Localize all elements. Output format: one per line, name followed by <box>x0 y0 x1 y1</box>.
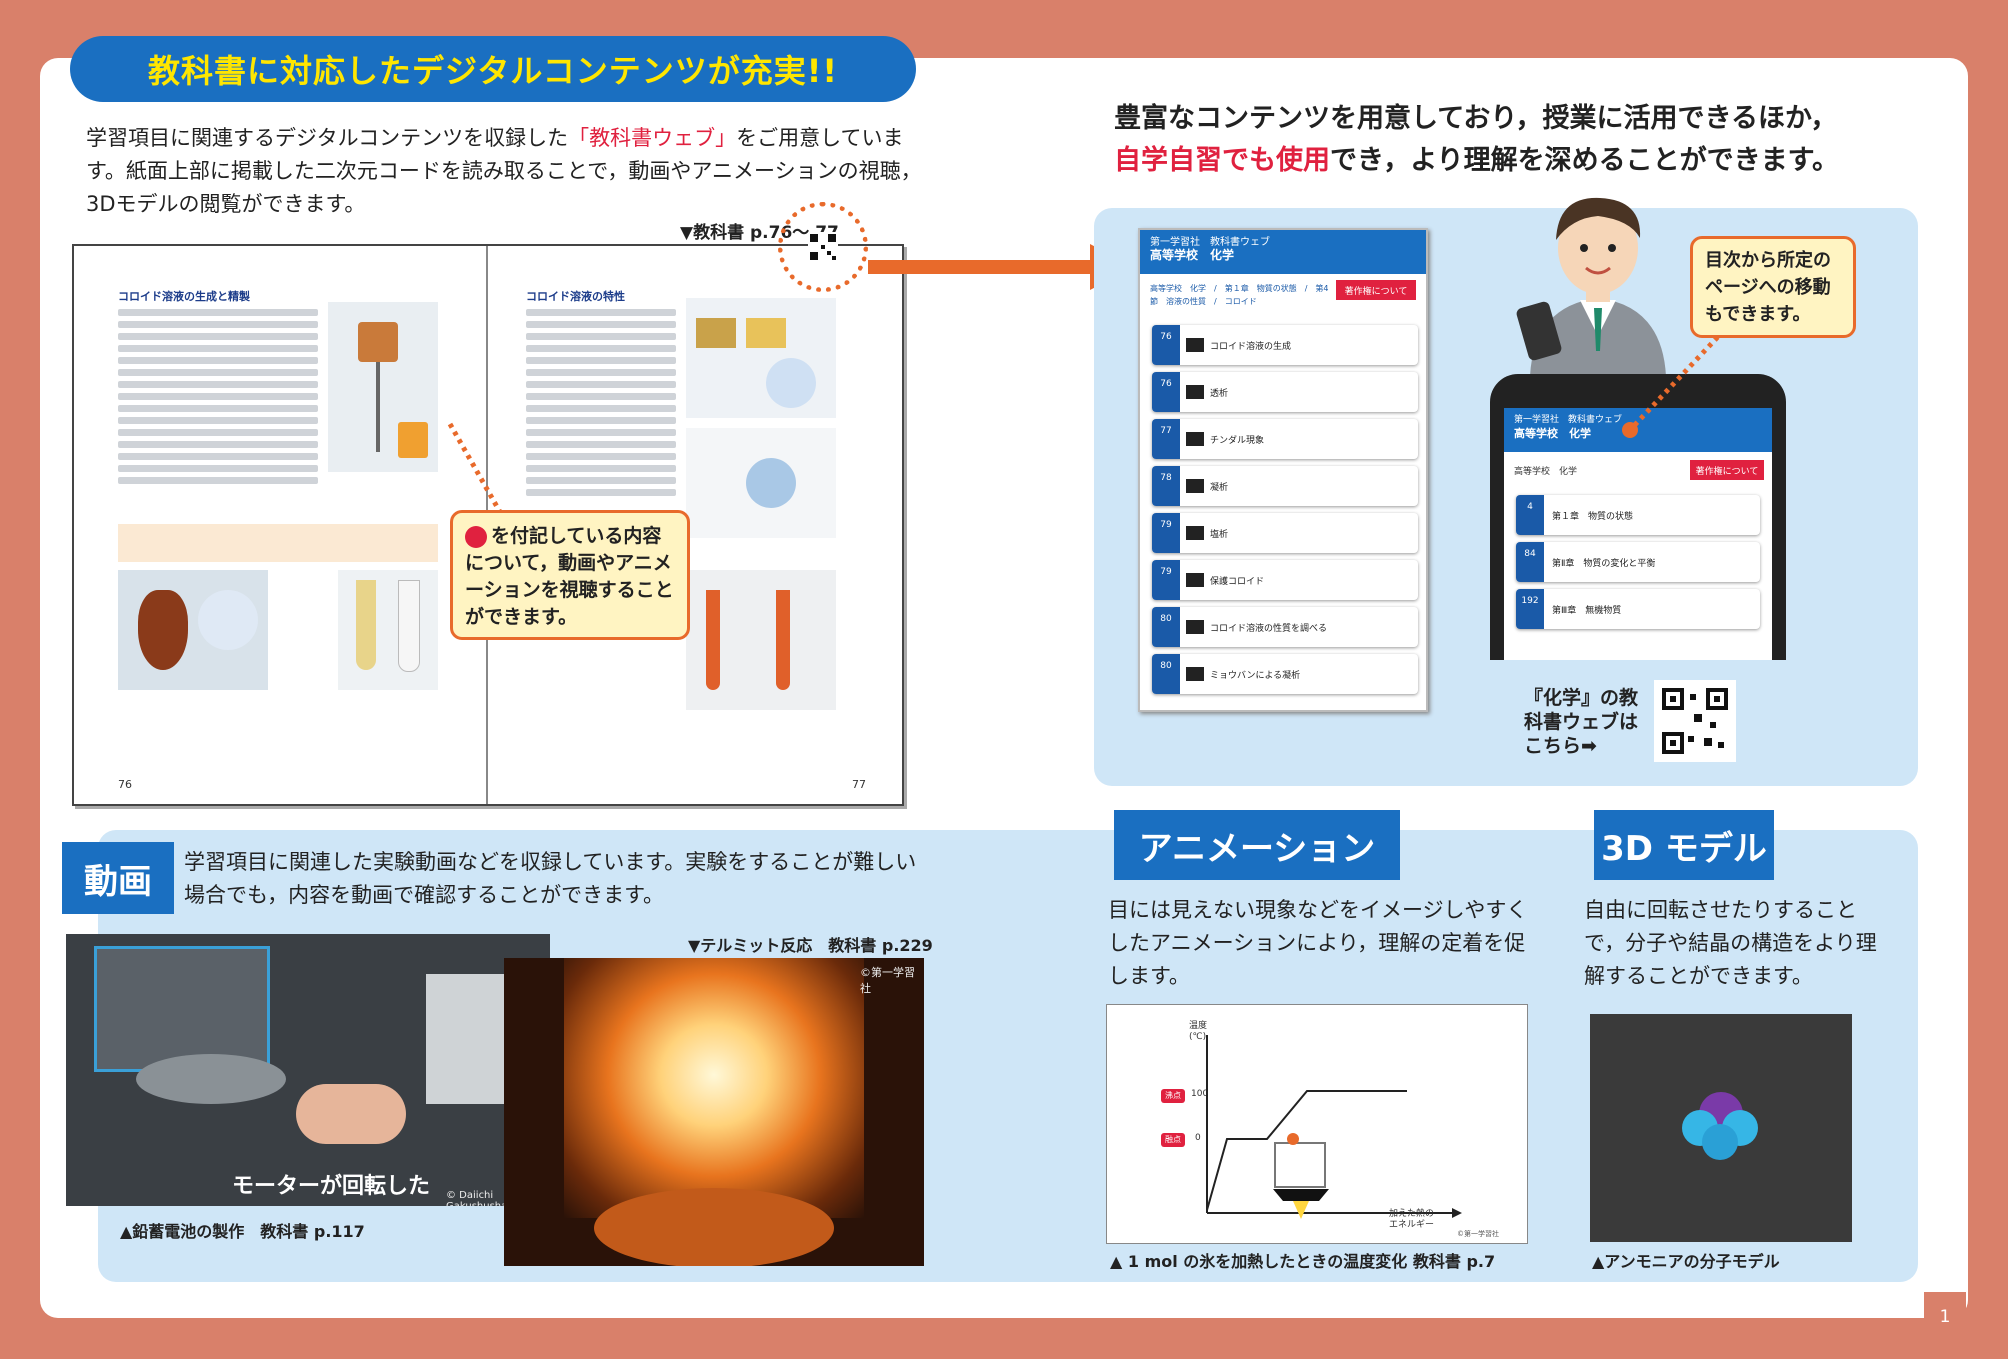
dialysis-figure <box>118 570 268 690</box>
graph-credit: ©第一学習社 <box>1457 1230 1499 1238</box>
model3d-caption: ▲アンモニアの分子モデル <box>1592 1252 1780 1271</box>
video-icon <box>1186 667 1204 681</box>
movie-callout: を付記している内容について，動画やアニメーションを視聴することができます。 <box>450 510 690 640</box>
video-icon <box>1186 620 1204 634</box>
test-tubes-figure <box>338 570 438 690</box>
phone-breadcrumb[interactable]: 高等学校 化学 / 第１章 物質の状態 / 第4節 溶液の性質 / コロイド <box>1150 284 1329 306</box>
video-credit: © Daiichi Gakushusha <box>446 1190 507 1206</box>
web-heading-part-2: でき，より理解を深めることができます。 <box>1330 145 1839 176</box>
video-caption-2: ▼テルミット反応 教科書 p.229 <box>688 936 933 955</box>
lead-battery-video[interactable]: モーターが回転した © Daiichi Gakushusha <box>66 934 550 1206</box>
tyndall-figure <box>686 298 836 418</box>
smartphone-screenshot: 第一学習社 教科書ウェブ 高等学校 化学 高等学校 化学 / 第１章 物質の状態… <box>1138 228 1428 712</box>
callout-pointer <box>447 422 503 514</box>
left-section-heading: コロイド溶液の生成と精製 <box>118 290 250 303</box>
phone-school: 高等学校 化学 <box>1150 248 1235 262</box>
tablet-subtitle: 高等学校 化学 <box>1514 467 1578 477</box>
thermite-video[interactable]: ©第一学習社 <box>504 958 924 1266</box>
teacher-illustration <box>1510 186 1686 376</box>
intro-part-2: をご用意しています。紙面上部に掲載した二次元コードを読み取ることで，動画やアニメ… <box>86 126 922 216</box>
graph-xlabel: 加えた熱のエネルギー <box>1389 1209 1435 1230</box>
page-number: 1 <box>1924 1292 1966 1342</box>
qr-code-icon <box>1662 688 1728 754</box>
burner-plate <box>594 1188 834 1266</box>
page-title: 教科書に対応したデジタルコンテンツが充実!! <box>70 36 916 102</box>
graph-ylabel: 温度(℃) <box>1189 1021 1208 1042</box>
electrophoresis-figure <box>686 570 836 710</box>
qr-code-icon <box>808 232 838 262</box>
phone-header: 第一学習社 教科書ウェブ 高等学校 化学 <box>1140 230 1426 274</box>
right-section-heading: コロイド溶液の特性 <box>526 290 625 303</box>
web-qr-code[interactable] <box>1654 680 1736 762</box>
tick-100: 100 <box>1191 1089 1209 1099</box>
left-page: コロイド溶液の生成と精製 <box>118 288 448 690</box>
video-icon <box>1186 573 1204 587</box>
intro-part-1: 学習項目に関連するデジタルコンテンツを収録した <box>86 126 569 150</box>
video-icon <box>1186 526 1204 540</box>
ammonia-3d-model[interactable] <box>1590 1014 1852 1242</box>
toc-callout: 目次から所定のページへの移動もできます。 <box>1690 236 1856 338</box>
brownian-figure <box>686 428 836 538</box>
person-icon <box>1516 197 1666 376</box>
video-inset <box>94 946 270 1072</box>
graph-plot <box>1206 1035 1462 1219</box>
intro-highlight: 「教科書ウェブ」 <box>568 126 737 150</box>
boiling-label: 沸点 <box>1161 1089 1185 1103</box>
web-heading-part-1: 豊富なコンテンツを用意しており，授業に活用できるほか， <box>1114 103 1838 134</box>
tablet-publisher: 第一学習社 教科書ウェブ <box>1514 415 1623 425</box>
copyright-button[interactable]: 著作権について <box>1336 280 1416 300</box>
molecule-icon <box>1682 1092 1758 1160</box>
movie-icon <box>465 525 487 548</box>
video-tag: 動画 <box>62 842 174 914</box>
video-icon <box>1186 338 1204 352</box>
apparatus-figure <box>328 302 438 472</box>
video-caption-1: ▲鉛蓄電池の製作 教科書 p.117 <box>120 1222 365 1241</box>
note-box <box>118 524 438 562</box>
tablet-callout-pointer <box>1622 322 1732 438</box>
animation-tag: アニメーション <box>1114 810 1400 880</box>
model3d-tag: 3D モデル <box>1594 810 1774 880</box>
melting-label: 融点 <box>1161 1133 1185 1147</box>
qr-caption: 『化学』の教科書ウェブはこちら➡ <box>1524 687 1639 757</box>
animation-description: 目には見えない現象などをイメージしやすくしたアニメーションにより，理解の定着を促… <box>1108 898 1528 988</box>
animation-caption: ▲ 1 mol の氷を加熱したときの温度変化 教科書 p.7 <box>1110 1252 1496 1271</box>
video-icon <box>1186 479 1204 493</box>
model3d-description: 自由に回転させたりすることで，分子や結晶の構造をより理解することができます。 <box>1584 898 1877 988</box>
video-icon <box>1186 385 1204 399</box>
flame-image <box>564 958 864 1218</box>
video2-credit: ©第一学習社 <box>860 966 915 995</box>
tablet-school: 高等学校 化学 <box>1514 427 1591 440</box>
video-icon <box>1186 432 1204 446</box>
phone-publisher: 第一学習社 教科書ウェブ <box>1150 237 1270 248</box>
petri-dish <box>136 1054 286 1104</box>
right-page-number: 77 <box>852 778 866 791</box>
web-heading: 豊富なコンテンツを用意しており，授業に活用できるほか， 自学自習でも使用でき，より… <box>1114 98 1934 182</box>
textbook-qr-highlight <box>778 202 868 292</box>
tick-0: 0 <box>1195 1133 1201 1143</box>
hand-image <box>296 1084 406 1144</box>
right-page: コロイド溶液の特性 <box>526 288 866 710</box>
movie-callout-text: を付記している内容について，動画やアニメーションを視聴することができます。 <box>465 525 674 628</box>
intro-text: 学習項目に関連するデジタルコンテンツを収録した「教科書ウェブ」をご用意しています… <box>86 122 926 221</box>
web-heading-highlight: 自学自習でも使用 <box>1114 145 1330 176</box>
tablet-copyright-button[interactable]: 著作権について <box>1690 460 1764 480</box>
video-description: 学習項目に関連した実験動画などを収録しています。実験をすることが難しい場合でも，… <box>184 850 917 907</box>
video-subtitle: モーターが回転した <box>232 1174 431 1199</box>
left-page-number: 76 <box>118 778 132 791</box>
temperature-graph-animation[interactable]: 温度(℃) 沸点 100 融点 0 加えた熱のエネルギー ©第一学習社 <box>1106 1004 1528 1244</box>
